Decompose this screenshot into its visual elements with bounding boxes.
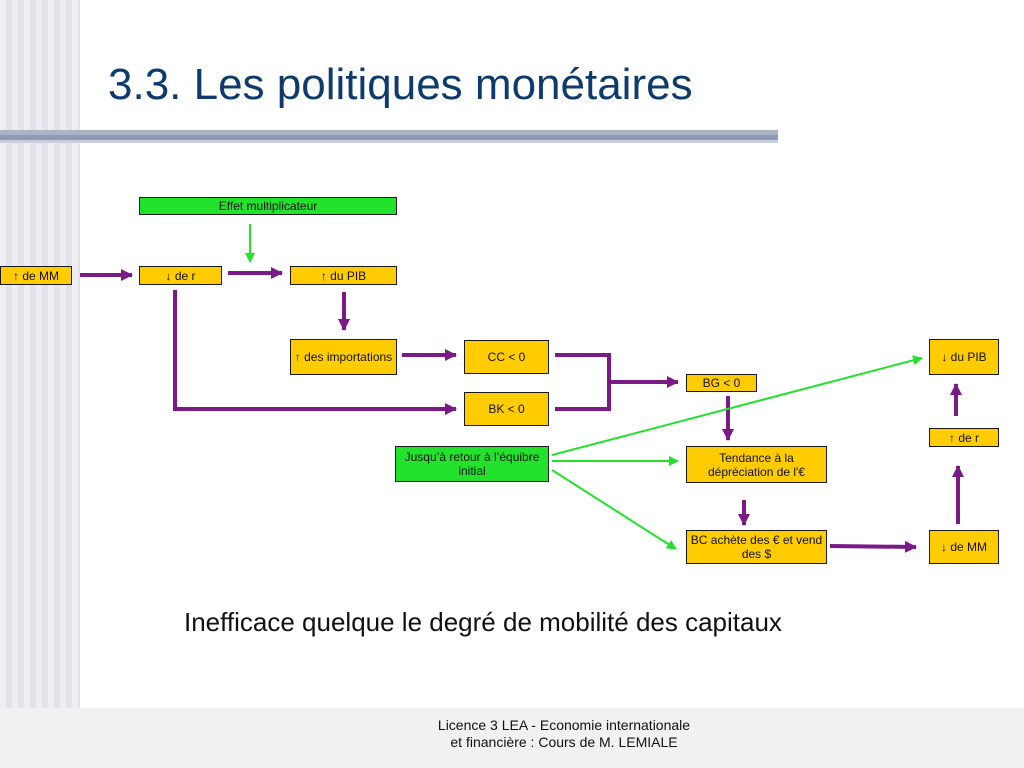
box-bk: BK < 0 bbox=[464, 392, 549, 426]
bracket-cc-bk bbox=[555, 353, 611, 411]
title-underline bbox=[0, 130, 778, 135]
title-underline-dark bbox=[0, 135, 778, 140]
box-baisse-pib: ↓ du PIB bbox=[929, 339, 999, 375]
box-bg: BG < 0 bbox=[686, 374, 757, 392]
title-underline-light bbox=[0, 140, 778, 143]
box-hausse-mm: ↑ de MM bbox=[0, 266, 72, 285]
footer-text: Licence 3 LEA - Economie internationale … bbox=[364, 717, 764, 751]
box-effet-multiplicateur: Effet multiplicateur bbox=[139, 197, 397, 215]
arrow-equilibre-to-bc bbox=[551, 469, 677, 550]
arrow-bc-to-mm bbox=[829, 540, 917, 553]
box-tendance-depreciation: Tendance à la dépréciation de l'€ bbox=[686, 446, 827, 483]
slide-title: 3.3. Les politiques monétaires bbox=[108, 60, 693, 109]
arrow-r-to-bk bbox=[173, 290, 457, 415]
box-hausse-r: ↑ de r bbox=[929, 428, 999, 447]
box-hausse-importations: ↑ des importations bbox=[290, 339, 397, 375]
box-hausse-pib: ↑ du PIB bbox=[290, 266, 397, 285]
box-cc: CC < 0 bbox=[464, 340, 549, 374]
box-baisse-mm: ↓ de MM bbox=[929, 530, 999, 564]
conclusion-text: Inefficace quelque le degré de mobilité … bbox=[184, 607, 782, 637]
arrow-equilibre-to-pib bbox=[551, 355, 923, 456]
footer-line-1: Licence 3 LEA - Economie internationale bbox=[437, 717, 691, 733]
box-retour-equilibre: Jusqu’à retour à l’équibre initial bbox=[395, 446, 549, 482]
box-bc-achete: BC achète des € et vend des $ bbox=[686, 530, 827, 564]
box-baisse-r: ↓ de r bbox=[139, 266, 222, 285]
footer-line-2: et financière : Cours de M. LEMIALE bbox=[450, 734, 678, 750]
footer-bar bbox=[0, 708, 1024, 768]
left-stripe-decoration bbox=[0, 0, 80, 768]
